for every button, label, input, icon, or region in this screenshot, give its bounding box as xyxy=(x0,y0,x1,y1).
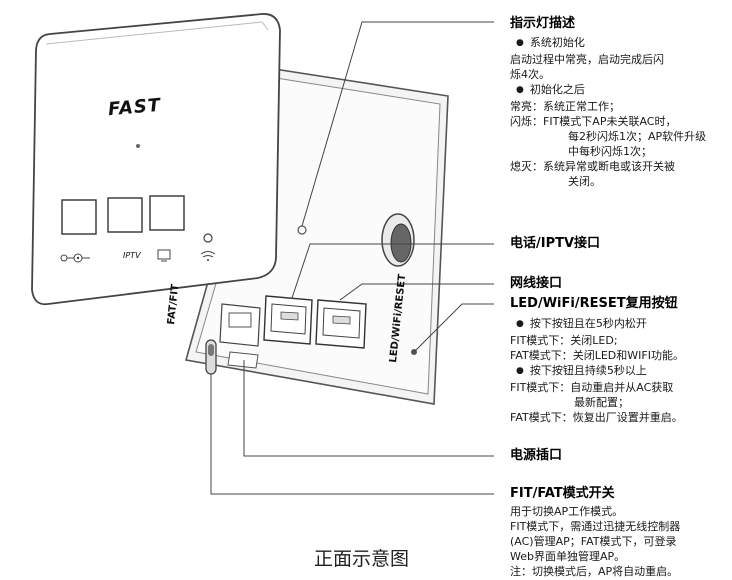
oval-button xyxy=(381,213,415,267)
leader-indicator xyxy=(301,21,494,227)
callout-fit-fat-switch-body: 用于切换AP工作模式。 FIT模式下，需通过迅捷无线控制器 (AC)管理AP；FAT… xyxy=(510,504,680,579)
callout-line: 每2秒闪烁1次；AP软件升级 xyxy=(568,130,707,143)
leader-network xyxy=(339,283,494,301)
callout-led-button-title: LED/WiFi/RESET复用按钮 xyxy=(510,296,678,311)
callout-line: FAT模式下：关闭LED和WIFI功能。 xyxy=(510,349,684,362)
callout-line: 常亮：系统正常工作； xyxy=(510,100,620,113)
callout-line: (AC)管理AP；FAT模式下，可登录 xyxy=(510,535,677,548)
callout-power-title: 电源插口 xyxy=(510,448,563,463)
callout-line: 最新配置； xyxy=(574,396,629,409)
callout-line: 闪烁：FIT模式下AP未关联AC时， xyxy=(510,115,677,128)
callout-line: 熄灭：系统异常或断电或该开关被 xyxy=(510,160,675,173)
leader-led-button xyxy=(413,303,494,353)
callout-line: 注：切换模式后，AP将自动重启。 xyxy=(510,565,679,578)
leader-fit-fat xyxy=(210,374,494,495)
callout-line: Web界面单独管理AP。 xyxy=(510,550,626,563)
callout-indicator-title: 指示灯描述 xyxy=(510,16,576,31)
front-panel xyxy=(31,13,281,306)
callout-line: FAT模式下：恢复出厂设置并重启。 xyxy=(510,411,683,424)
figure-caption: 正面示意图 xyxy=(314,548,410,570)
callout-line: 烁4次。 xyxy=(510,68,550,81)
iptv-label: IPTV xyxy=(123,251,141,260)
callout-line: FIT模式下，需通过迅捷无线控制器 xyxy=(510,520,681,533)
fit-fat-switch xyxy=(205,339,217,375)
leader-phone-iptv xyxy=(291,243,494,299)
callout-line: 用于切换AP工作模式。 xyxy=(510,505,624,518)
callout-phone-iptv-title: 电话/IPTV接口 xyxy=(510,236,601,251)
leader-power xyxy=(243,360,494,457)
callout-line: 关闭。 xyxy=(568,175,601,188)
callout-line: 中每秒闪烁1次； xyxy=(568,145,652,158)
ports-block xyxy=(219,295,367,369)
callout-line: 初始化之后 xyxy=(510,82,706,99)
callout-line: 系统初始化 xyxy=(510,35,706,52)
callout-line: FIT模式下：关闭LED; xyxy=(510,334,618,347)
callout-network-title: 网线接口 xyxy=(510,276,563,291)
callout-line: 按下按钮且持续5秒以上 xyxy=(510,363,684,380)
callout-line: 启动过程中常亮，启动完成后闪 xyxy=(510,53,664,66)
callout-line: FIT模式下：自动重启并从AC获取 xyxy=(510,381,674,394)
callout-line: 按下按钮且在5秒内松开 xyxy=(510,316,684,333)
leader-lines xyxy=(210,21,494,495)
callout-fit-fat-switch-title: FIT/FAT模式开关 xyxy=(510,486,615,501)
